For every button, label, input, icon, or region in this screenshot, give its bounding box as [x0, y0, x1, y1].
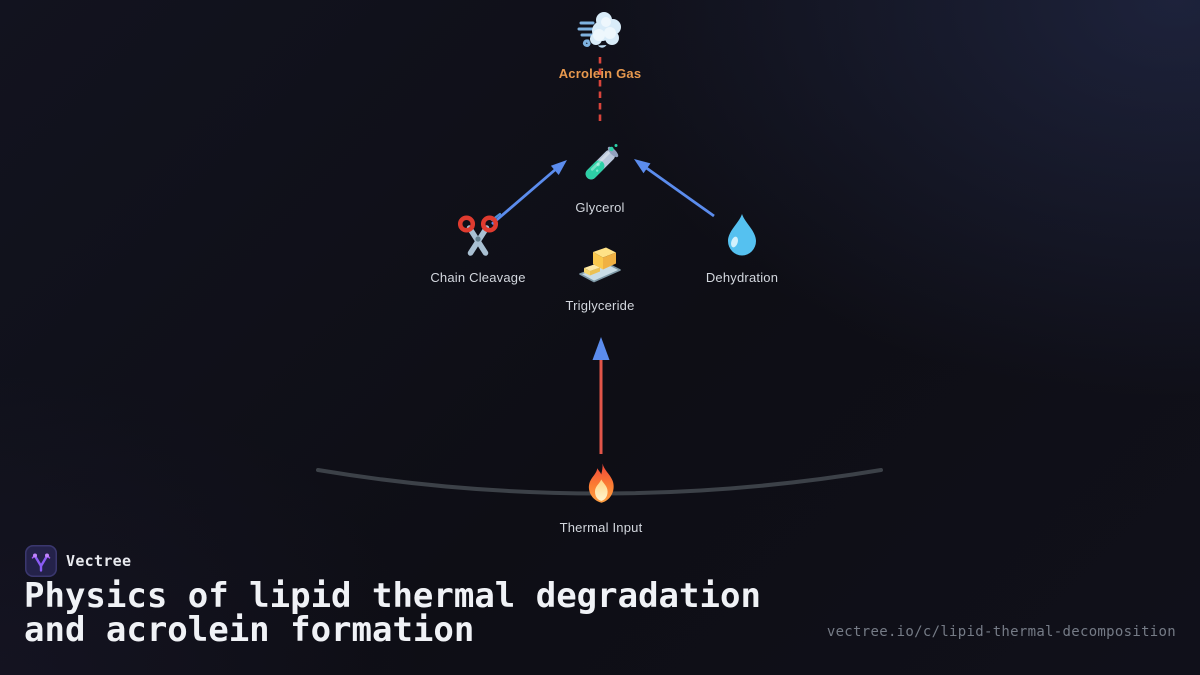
node-label: Acrolein Gas [558, 66, 642, 81]
node-thermal-input: Thermal Input [526, 462, 676, 535]
share-url: vectree.io/c/lipid-thermal-decomposition [826, 624, 1176, 640]
node-acrolein-gas: Acrolein Gas [525, 8, 675, 81]
brand-row: Vectree [25, 545, 131, 577]
droplet-icon [728, 214, 756, 256]
node-label: Dehydration [705, 270, 779, 285]
brand-name: Vectree [66, 552, 132, 570]
node-label: Triglyceride [565, 298, 635, 313]
thermal-input-arrow [592, 337, 610, 454]
test-tube-icon [585, 144, 619, 180]
node-triglyceride: Triglyceride [525, 240, 675, 313]
butter-icon [579, 247, 621, 283]
gas-cloud-icon [577, 12, 621, 48]
node-label: Thermal Input [559, 520, 643, 535]
node-dehydration: Dehydration [667, 212, 817, 285]
node-label: Chain Cleavage [430, 270, 526, 285]
page-title-line1: Physics of lipid thermal degradation [24, 576, 761, 616]
vectree-logo-icon [25, 545, 57, 577]
node-glycerol: Glycerol [525, 142, 675, 215]
page-title: Physics of lipid thermal degradation and… [24, 579, 761, 647]
page-title-line2: and acrolein formation [24, 610, 475, 650]
scissors-icon [457, 212, 501, 256]
node-label: Glycerol [575, 200, 625, 215]
fire-icon [588, 463, 614, 503]
